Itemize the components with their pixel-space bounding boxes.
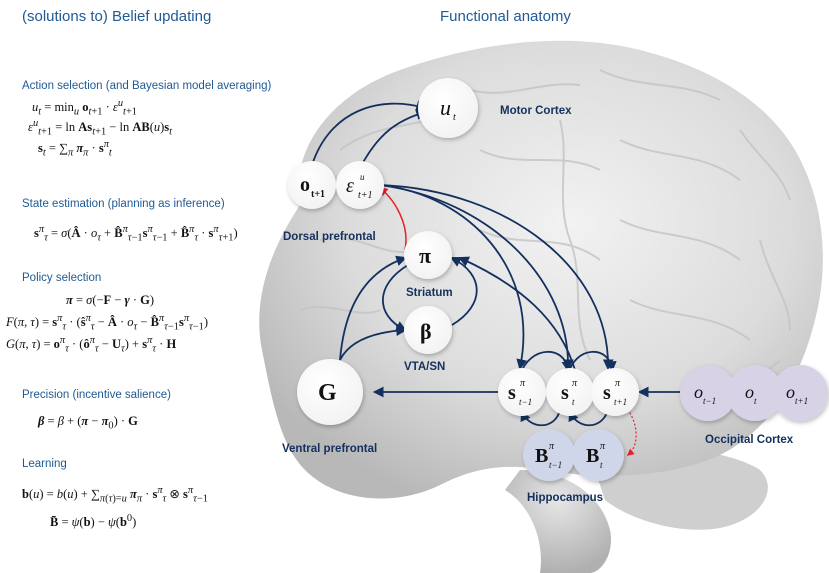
eq-precision-1: β = β + (π − π0) · G	[38, 414, 138, 432]
svg-text:π: π	[615, 378, 621, 389]
left-header: (solutions to) Belief updating	[22, 8, 212, 25]
section-policy-selection: Policy selection	[22, 272, 102, 284]
svg-text:t: t	[754, 396, 757, 406]
svg-text:π: π	[572, 378, 578, 389]
node-pi	[404, 231, 452, 279]
svg-text:o: o	[300, 174, 310, 196]
eq-action-3: st = ∑π ππ · sπt	[38, 139, 112, 159]
node-s-t-minus-1	[498, 368, 546, 416]
svg-text:B: B	[535, 445, 548, 467]
svg-text:o: o	[745, 382, 754, 402]
svg-text:π: π	[419, 243, 431, 268]
label-ventral-prefrontal: Ventral prefrontal	[282, 443, 377, 455]
node-o	[288, 161, 336, 209]
brain-stem	[505, 470, 611, 573]
node-beta	[404, 306, 452, 354]
svg-text:t: t	[572, 397, 575, 407]
node-G	[297, 359, 363, 425]
node-epsilon	[336, 161, 384, 209]
label-occipital-cortex: Occipital Cortex	[705, 434, 794, 446]
node-s-t	[546, 368, 594, 416]
svg-text:t: t	[453, 112, 456, 123]
node-o-t-minus-1	[680, 365, 736, 421]
eq-learning-1: b(u) = b(u) + ∑π(τ)=u ππ · sπτ ⊗ sπτ−1	[22, 485, 208, 505]
svg-text:t+1: t+1	[311, 189, 325, 200]
section-action-selection: Action selection (and Bayesian model ave…	[22, 80, 272, 92]
svg-text:π: π	[549, 441, 555, 452]
svg-text:s: s	[508, 382, 516, 404]
right-header: Functional anatomy	[440, 8, 571, 25]
svg-text:π: π	[600, 441, 606, 452]
eq-state-1: sπτ = σ(Â · oτ + B̂πτ−1sπτ−1 + B̂πτ · sπ…	[34, 224, 238, 244]
svg-text:u: u	[440, 95, 451, 120]
svg-text:s: s	[603, 382, 611, 404]
label-vta-sn: VTA/SN	[404, 361, 445, 373]
eq-action-1: ut = minu ot+1 · εut+1	[32, 98, 138, 118]
svg-text:t+1: t+1	[358, 190, 373, 201]
svg-text:t−1: t−1	[703, 396, 716, 406]
occipital-nodes	[680, 365, 828, 421]
svg-text:π: π	[520, 378, 526, 389]
label-hippocampus: Hippocampus	[527, 492, 603, 504]
svg-text:o: o	[694, 382, 703, 402]
eq-action-2: εut+1 = ln Ast+1 − ln AB(u)st	[28, 118, 173, 138]
eq-policy-1: π = σ(−F − γ · G)	[66, 293, 155, 307]
svg-text:G: G	[318, 380, 337, 406]
svg-text:B: B	[586, 445, 599, 467]
section-learning: Learning	[22, 458, 67, 470]
node-o-t-plus-1	[772, 365, 828, 421]
section-state-estimation: State estimation (planning as inference)	[22, 198, 225, 210]
label-striatum: Striatum	[406, 287, 453, 299]
svg-text:ε: ε	[346, 175, 354, 197]
eq-learning-2: B̄ = ψ(b) − ψ(b0)	[50, 513, 137, 530]
svg-text:t−1: t−1	[519, 397, 532, 407]
label-motor-cortex: Motor Cortex	[500, 105, 572, 117]
svg-text:t+1: t+1	[614, 397, 627, 407]
svg-text:s: s	[561, 382, 569, 404]
svg-text:t+1: t+1	[795, 396, 808, 406]
svg-text:u: u	[360, 172, 365, 182]
node-o-t	[727, 365, 783, 421]
svg-text:o: o	[786, 382, 795, 402]
svg-text:t: t	[600, 460, 603, 470]
node-B-t	[572, 429, 624, 481]
node-B-t-minus-1	[523, 429, 575, 481]
eq-policy-3: G(π, τ) = oπτ · (ôπτ − Uτ) + sπτ · H	[6, 335, 177, 355]
svg-text:β: β	[420, 319, 432, 344]
eq-policy-2: F(π, τ) = sπτ · (ŝπτ − Â · oτ − B̂πτ−1sπ…	[6, 313, 209, 333]
label-dorsal-prefrontal: Dorsal prefrontal	[283, 231, 376, 243]
node-s-t-plus-1	[591, 368, 639, 416]
svg-text:t−1: t−1	[549, 460, 562, 470]
section-precision: Precision (incentive salience)	[22, 389, 171, 401]
brain-gyri	[299, 69, 791, 385]
node-u	[418, 78, 478, 138]
